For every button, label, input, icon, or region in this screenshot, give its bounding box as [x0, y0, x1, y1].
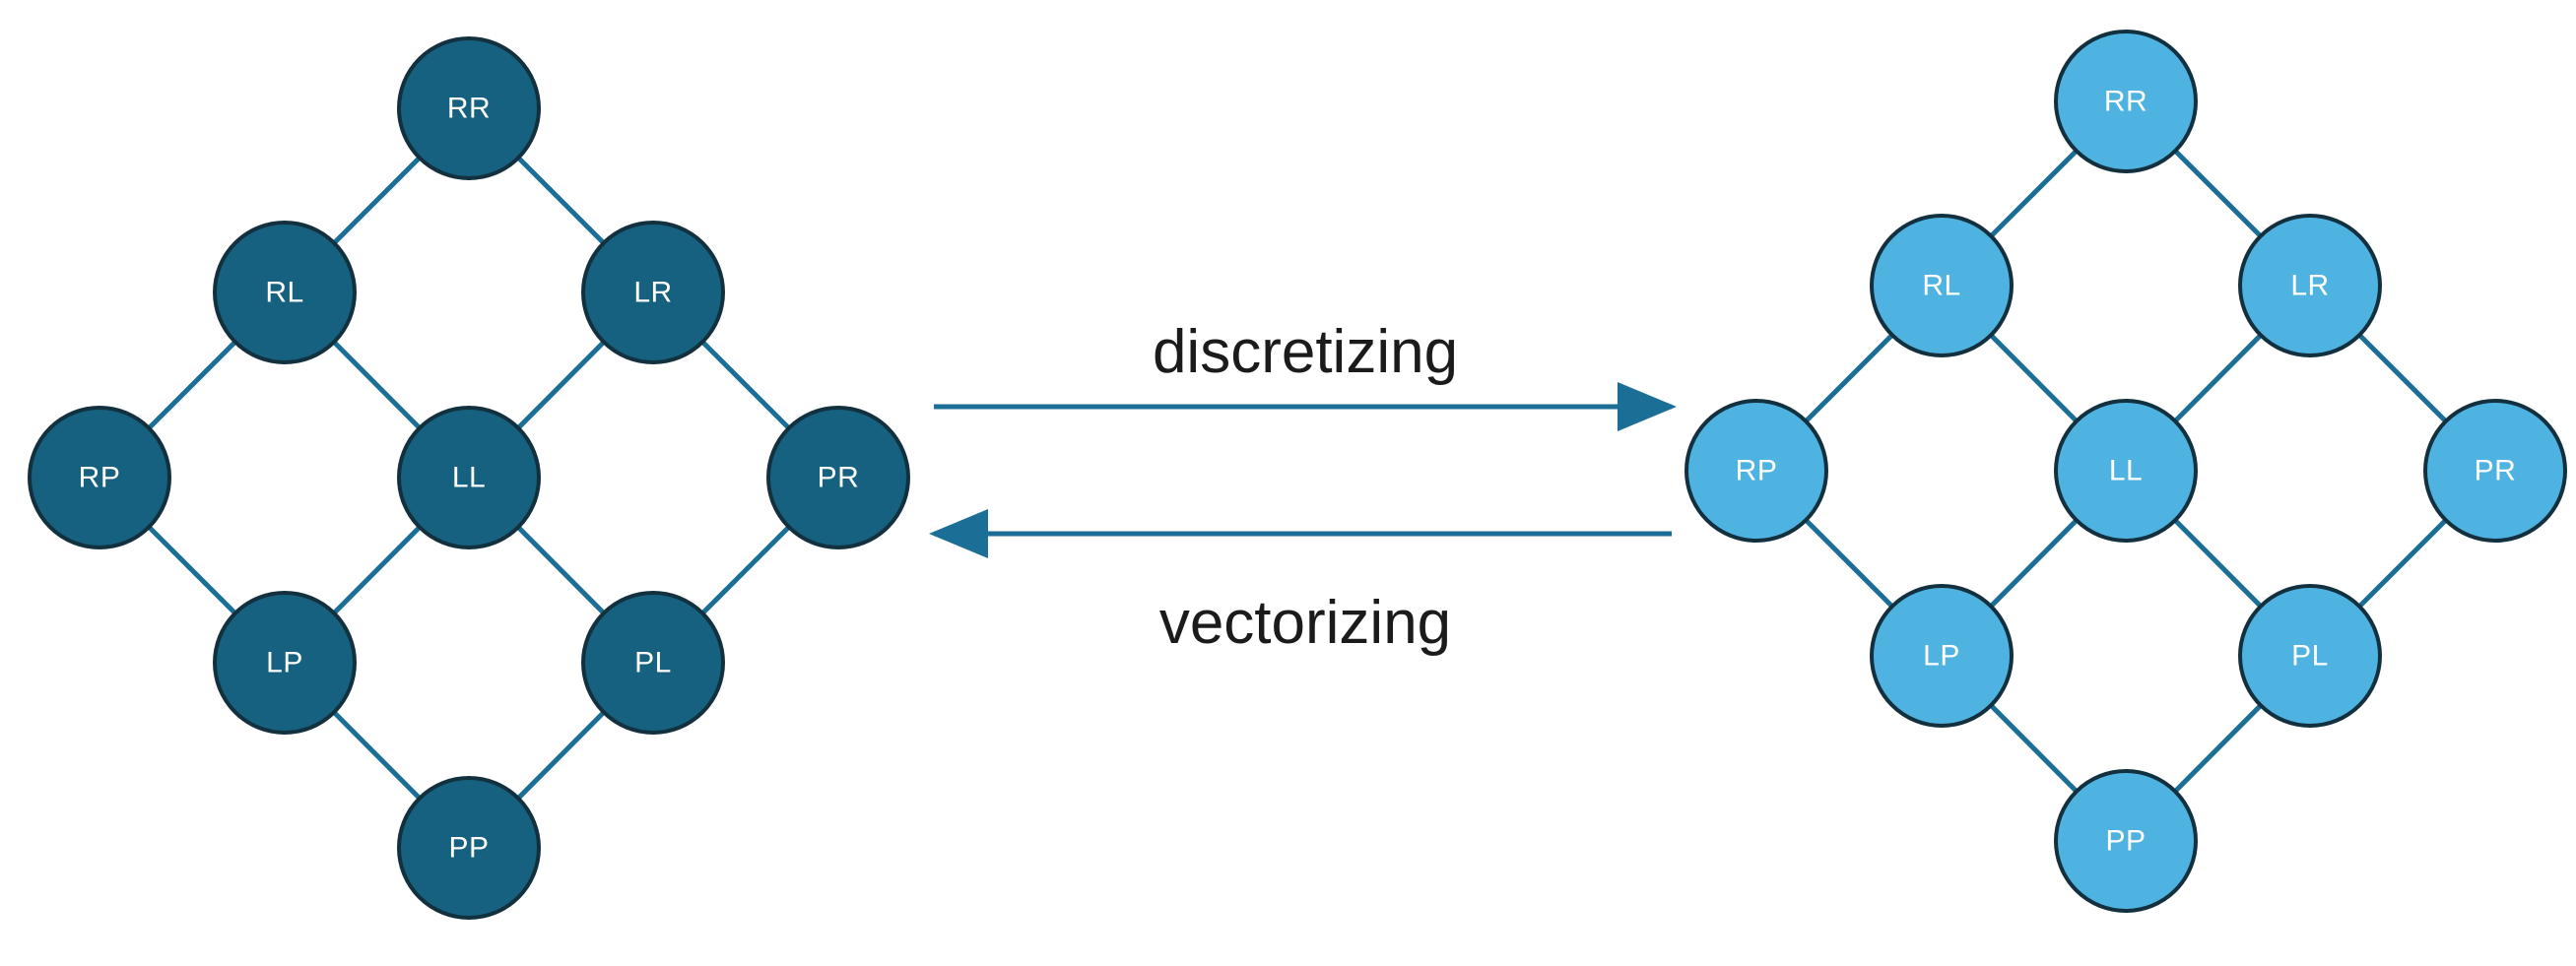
graph-node-right-graph-RL[interactable]: RL — [1870, 214, 2014, 357]
node-circle-PP[interactable] — [397, 776, 541, 920]
graph-node-left-graph-RP[interactable]: RP — [28, 406, 171, 549]
graph-node-right-graph-LP[interactable]: LP — [1870, 584, 2014, 728]
arrows-layer — [929, 382, 1677, 558]
node-circle-RL[interactable] — [213, 221, 357, 364]
node-circle-PL[interactable] — [581, 591, 725, 735]
arrow-label-vectorizing: vectorizing — [1159, 589, 1451, 657]
node-circle-LR[interactable] — [2238, 214, 2382, 357]
node-circle-LP[interactable] — [213, 591, 357, 735]
graph-node-right-graph-LR[interactable]: LR — [2238, 214, 2382, 357]
graph-node-right-graph-LL[interactable]: LL — [2054, 399, 2198, 543]
graph-node-left-graph-PR[interactable]: PR — [766, 406, 910, 549]
graph-node-left-graph-PP[interactable]: PP — [397, 776, 541, 920]
graph-node-left-graph-LL[interactable]: LL — [397, 406, 541, 549]
node-circle-LR[interactable] — [581, 221, 725, 364]
node-circle-RP[interactable] — [28, 406, 171, 549]
node-circle-RP[interactable] — [1684, 399, 1828, 543]
graph-node-right-graph-RP[interactable]: RP — [1684, 399, 1828, 543]
node-circle-PR[interactable] — [2423, 399, 2567, 543]
node-circle-LL[interactable] — [2054, 399, 2198, 543]
graph-node-left-graph-RR[interactable]: RR — [397, 36, 541, 180]
graph-node-right-graph-PL[interactable]: PL — [2238, 584, 2382, 728]
node-circle-PP[interactable] — [2054, 769, 2198, 913]
node-circle-RL[interactable] — [1870, 214, 2014, 357]
graph-node-left-graph-PL[interactable]: PL — [581, 591, 725, 735]
node-circle-LP[interactable] — [1870, 584, 2014, 728]
node-circle-LL[interactable] — [397, 406, 541, 549]
node-circle-RR[interactable] — [397, 36, 541, 180]
graph-node-left-graph-LP[interactable]: LP — [213, 591, 357, 735]
node-circle-RR[interactable] — [2054, 30, 2198, 173]
graph-node-left-graph-LR[interactable]: LR — [581, 221, 725, 364]
graph-node-right-graph-PR[interactable]: PR — [2423, 399, 2567, 543]
arrow-labels-layer: discretizing vectorizing — [1153, 318, 1458, 657]
node-circle-PL[interactable] — [2238, 584, 2382, 728]
graph-node-left-graph-RL[interactable]: RL — [213, 221, 357, 364]
graph-node-right-graph-RR[interactable]: RR — [2054, 30, 2198, 173]
graph-node-right-graph-PP[interactable]: PP — [2054, 769, 2198, 913]
node-circle-PR[interactable] — [766, 406, 910, 549]
nodes-layer: RR RL LR RP LL PR LP PL PP RR RL LR RP LL PR LP PL PP — [28, 30, 2567, 920]
arrow-label-discretizing: discretizing — [1153, 318, 1458, 386]
